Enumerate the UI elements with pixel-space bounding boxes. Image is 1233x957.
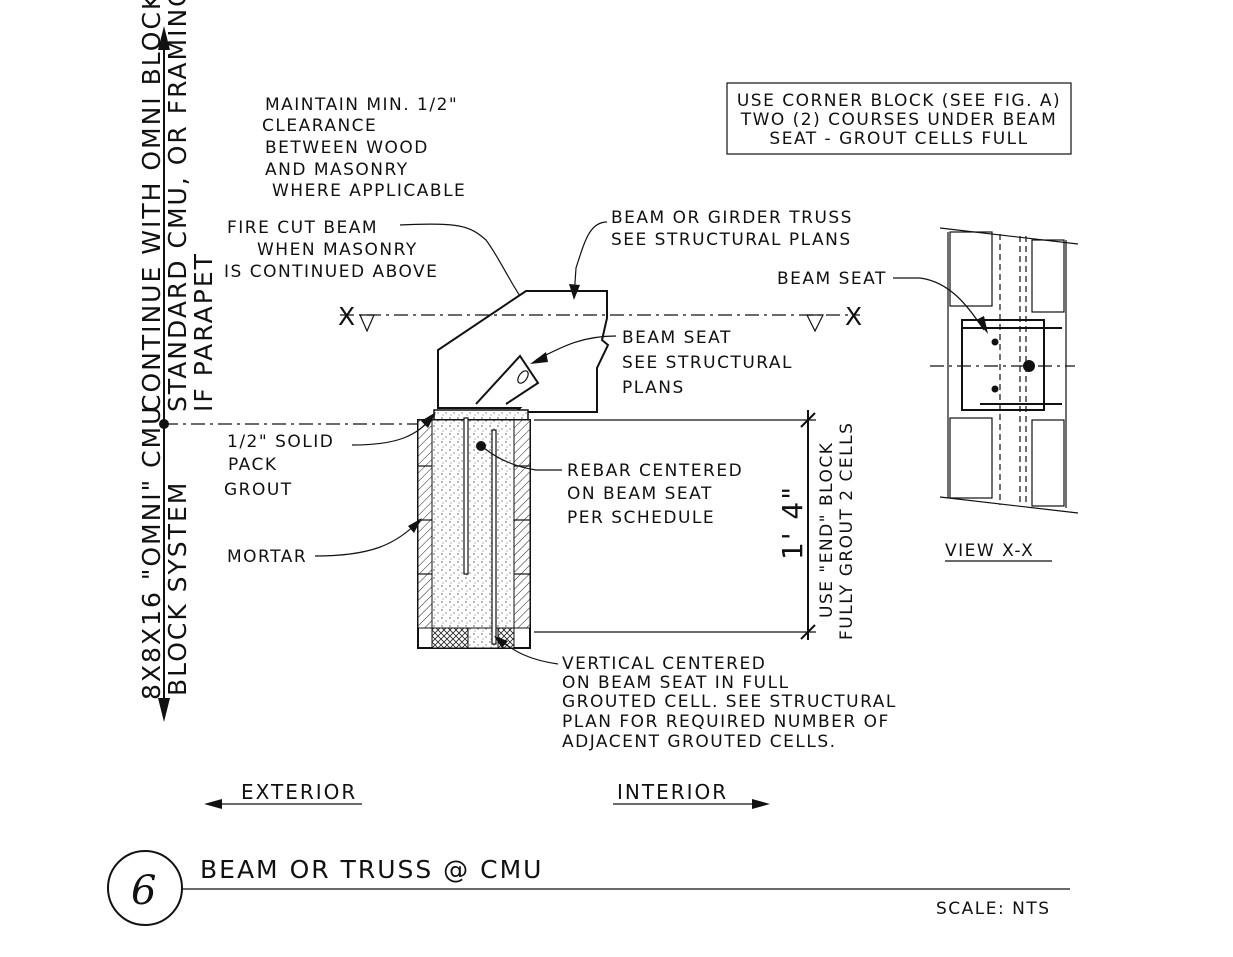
rebar-line2: ON BEAM SEAT (567, 484, 713, 504)
view-beam-seat-note: BEAM SEAT (777, 269, 988, 334)
corner-block-note: USE CORNER BLOCK (SEE FIG. A) TWO (2) CO… (726, 82, 1072, 155)
detail-title: BEAM OR TRUSS @ CMU (200, 855, 543, 884)
omni-below-line1: 8X8X16 "OMNI" CMU (137, 405, 166, 700)
scale-label: SCALE: NTS (936, 899, 1051, 919)
interior-label: INTERIOR (617, 780, 728, 804)
solid-pack-note: 1/2" SOLID PACK GROUT (224, 412, 436, 500)
fire-cut-line1: FIRE CUT BEAM (227, 218, 378, 238)
exterior-label: EXTERIOR (241, 780, 357, 804)
beam-seat-note: BEAM SEAT SEE STRUCTURAL PLANS (530, 328, 793, 398)
clearance-line2: CLEARANCE (262, 116, 377, 136)
continue-above-line3: IF PARAPET (189, 252, 218, 412)
beam-seat-leader (535, 335, 617, 361)
beam-seat-line1: BEAM SEAT (622, 328, 732, 348)
clearance-line1: MAINTAIN MIN. 1/2" (265, 95, 458, 115)
clearance-note: MAINTAIN MIN. 1/2" CLEARANCE BETWEEN WOO… (262, 95, 466, 201)
view-x-x-detail (930, 227, 1079, 514)
rebar-line3: PER SCHEDULE (567, 508, 715, 528)
mortar-label: MORTAR (227, 547, 307, 567)
continue-above-line1: CONTINUE WITH OMNI BLOCK OR (137, 0, 166, 412)
beam-seat-angle (475, 354, 540, 405)
clearance-line3: BETWEEN WOOD (265, 138, 429, 158)
dimension-line: 1' 4" (534, 410, 816, 640)
beam-truss-line1: BEAM OR GIRDER TRUSS (611, 208, 853, 228)
fire-cut-line3: IS CONTINUED ABOVE (224, 262, 438, 282)
solid-pack-line3: GROUT (224, 480, 293, 500)
end-block-line2: FULLY GROUT 2 CELLS (837, 422, 857, 640)
view-label: VIEW X-X (945, 541, 1052, 562)
interior-indicator: INTERIOR (613, 780, 770, 809)
clearance-line4: AND MASONRY (265, 160, 409, 180)
beam-seat-line3: PLANS (622, 378, 685, 398)
vertical-line4: PLAN FOR REQUIRED NUMBER OF (562, 712, 890, 732)
exterior-arrow-icon (204, 799, 222, 809)
corner-block-line2: TWO (2) COURSES UNDER BEAM (740, 110, 1058, 130)
fire-cut-note: FIRE CUT BEAM WHEN MASONRY IS CONTINUED … (224, 218, 521, 297)
view-beam-seat-leader (893, 277, 985, 331)
beam-seat-line2: SEE STRUCTURAL (622, 353, 793, 373)
corner-block-line1: USE CORNER BLOCK (SEE FIG. A) (737, 91, 1061, 111)
omni-below-line2: BLOCK SYSTEM (163, 481, 192, 696)
note-box (726, 82, 1072, 155)
end-block-line1: USE "END" BLOCK (817, 442, 837, 618)
interior-arrow-icon (752, 799, 770, 809)
beam-truss-line2: SEE STRUCTURAL PLANS (611, 230, 852, 250)
section-cut-line: X X (338, 302, 864, 333)
vertical-note: VERTICAL CENTERED ON BEAM SEAT IN FULL G… (494, 636, 897, 752)
view-label-text: VIEW X-X (945, 541, 1034, 561)
beam-truss-note: BEAM OR GIRDER TRUSS SEE STRUCTURAL PLAN… (569, 208, 853, 300)
vertical-line2: ON BEAM SEAT IN FULL (562, 673, 790, 693)
detail-number: 6 (131, 868, 156, 914)
title-block: 6 BEAM OR TRUSS @ CMU SCALE: NTS (107, 850, 1070, 926)
detail-number-circle (107, 850, 183, 926)
view-beam-seat-label: BEAM SEAT (777, 269, 887, 289)
corner-block-line3: SEAT - GROUT CELLS FULL (769, 129, 1028, 149)
clearance-line5: WHERE APPLICABLE (272, 181, 466, 201)
exterior-indicator: EXTERIOR (204, 780, 362, 809)
rebar-note: REBAR CENTERED ON BEAM SEAT PER SCHEDULE (483, 447, 743, 528)
fire-cut-line2: WHEN MASONRY (257, 240, 418, 260)
continue-above-line2: STANDARD CMU, OR FRAMING (163, 0, 192, 412)
mortar-leader (314, 521, 419, 557)
solid-pack-line2: PACK (228, 455, 278, 475)
vertical-line5: ADJACENT GROUTED CELLS. (562, 732, 837, 752)
solid-pack-line1: 1/2" SOLID (227, 432, 334, 452)
cmu-wall (417, 417, 531, 649)
beam-truss-leader (573, 221, 608, 299)
fire-cut-leader (399, 223, 521, 297)
dimension-label: 1' 4" (776, 485, 809, 560)
vertical-line1: VERTICAL CENTERED (562, 654, 766, 674)
section-x-left: X (338, 302, 357, 331)
section-x-right: X (845, 302, 864, 331)
rebar-leader (483, 447, 562, 471)
mortar-note: MORTAR (227, 518, 422, 567)
rebar-line1: REBAR CENTERED (567, 461, 743, 481)
vertical-line3: GROUTED CELL. SEE STRUCTURAL (562, 692, 897, 712)
